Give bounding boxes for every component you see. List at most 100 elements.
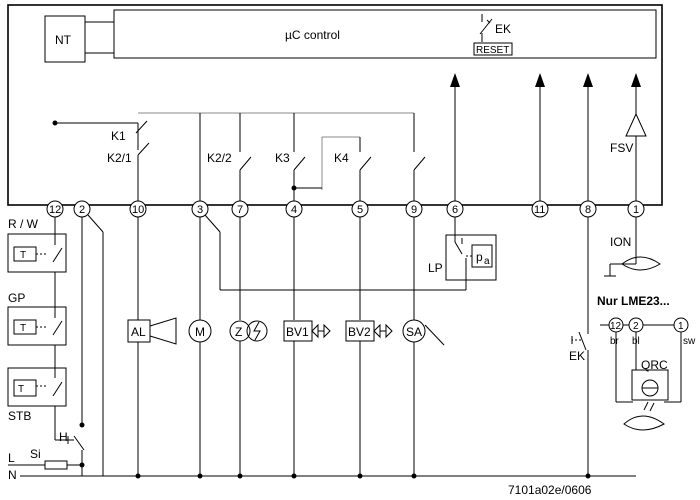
valve-icon [311, 323, 319, 339]
light-ray-icon [649, 402, 655, 412]
gp-sensor-label: T [20, 323, 26, 334]
microcontroller-box [113, 9, 657, 59]
terminal-10: 10 [129, 200, 147, 218]
terminal-12: 12 [46, 200, 64, 218]
junction [79, 422, 85, 428]
stb-label: STB [8, 409, 31, 423]
input-arrow-8 [583, 73, 593, 205]
qrc-uv-sensor [631, 369, 669, 401]
pa-label: p [476, 250, 483, 264]
junction [79, 462, 85, 468]
stb-sensor-label: T [18, 384, 24, 395]
terminal-7: 7 [231, 200, 249, 218]
bv1-label: BV1 [286, 325, 309, 339]
svg-text:6: 6 [452, 204, 458, 216]
gp-gas-pressure-switch [7, 306, 67, 346]
svg-text:9: 9 [411, 204, 417, 216]
junction [197, 473, 203, 479]
rw-sensor-label: T [20, 250, 26, 261]
svg-text:12: 12 [49, 204, 61, 216]
junction [52, 120, 58, 126]
k4-label: K4 [334, 151, 349, 165]
contact-k2-2 [239, 113, 252, 205]
rw-controller [7, 233, 67, 273]
line-3-diag [204, 214, 221, 233]
terminal-8: 8 [579, 200, 597, 218]
lme-terminal-1: 1 [673, 317, 689, 333]
contact-k2-1 [137, 133, 150, 205]
k2-2-label: K2/2 [207, 151, 232, 165]
terminal-5: 5 [351, 200, 369, 218]
si-label: Si [30, 447, 41, 461]
reset-label: RESET [476, 45, 509, 56]
input-arrow-6 [450, 73, 460, 205]
k1-label: K1 [111, 129, 126, 143]
m-label: M [195, 325, 205, 339]
microcontroller-label: µC control [285, 28, 340, 42]
junction [411, 473, 417, 479]
spark-bolt-icon [253, 321, 261, 341]
contact-k3 [291, 113, 322, 205]
junction [585, 473, 591, 479]
svg-text:10: 10 [132, 204, 144, 216]
diagram-code: 7101a02e/0606 [508, 483, 592, 497]
svg-text:4: 4 [291, 204, 297, 216]
contact-k4 [359, 137, 372, 205]
controller-housing [7, 4, 663, 206]
svg-text:5: 5 [357, 204, 363, 216]
terminal-6: 6 [446, 200, 464, 218]
flame-probe-ion [604, 250, 661, 277]
ek-reset-contact [479, 14, 493, 42]
svg-text:2: 2 [79, 204, 85, 216]
external-reset-ek [571, 331, 589, 476]
terminal-11: 11 [531, 200, 549, 218]
svg-text:8: 8 [585, 204, 591, 216]
svg-text:3: 3 [197, 204, 203, 216]
input-arrow-1 [625, 73, 647, 205]
svg-text:11: 11 [534, 204, 545, 216]
junction [357, 473, 363, 479]
terminal-2: 2 [73, 200, 91, 218]
reset-button [473, 42, 513, 56]
nt-power-supply [44, 15, 86, 63]
terminal-3: 3 [191, 200, 209, 218]
svg-text:1: 1 [678, 321, 684, 332]
k3-label: K3 [275, 151, 290, 165]
lme-terminal-2: 2 [628, 317, 644, 333]
svg-text:12: 12 [610, 321, 622, 332]
input-arrow-11 [535, 73, 545, 205]
nt-label: NT [55, 33, 72, 47]
alarm-al [127, 317, 177, 345]
al-label: AL [131, 325, 146, 339]
sw-label: sw [683, 336, 696, 347]
light-ray-icon [643, 401, 649, 411]
ek-internal-label: EK [495, 22, 511, 36]
contact-sa [413, 113, 426, 205]
ion-label: ION [610, 235, 631, 249]
qrc-label: QRC [641, 358, 668, 372]
contact-k1 [135, 120, 148, 134]
z-label: Z [235, 325, 242, 339]
junction [135, 473, 141, 479]
svg-text:2: 2 [633, 321, 639, 332]
junction [237, 473, 243, 479]
svg-text:7: 7 [237, 204, 243, 216]
line-2-diag [87, 214, 104, 233]
bv2-label: BV2 [348, 325, 371, 339]
lp-label: LP [428, 261, 443, 275]
stb-limit-thermostat [7, 367, 67, 407]
actuator-arm-icon [424, 324, 445, 346]
fsv-label: FSV [610, 141, 633, 155]
valve-icon [373, 323, 381, 339]
terminal-1: 1 [627, 200, 645, 218]
ek-external-label: EK [569, 349, 585, 363]
air-pressure-switch-lp [445, 234, 497, 281]
l-label: L [8, 451, 15, 465]
br-label: br [610, 336, 620, 347]
junction [291, 473, 297, 479]
valve-icon [385, 323, 393, 339]
fuse-si [44, 460, 68, 470]
lme-title: Nur LME23... [597, 294, 670, 308]
pa-subscript: a [484, 256, 490, 267]
